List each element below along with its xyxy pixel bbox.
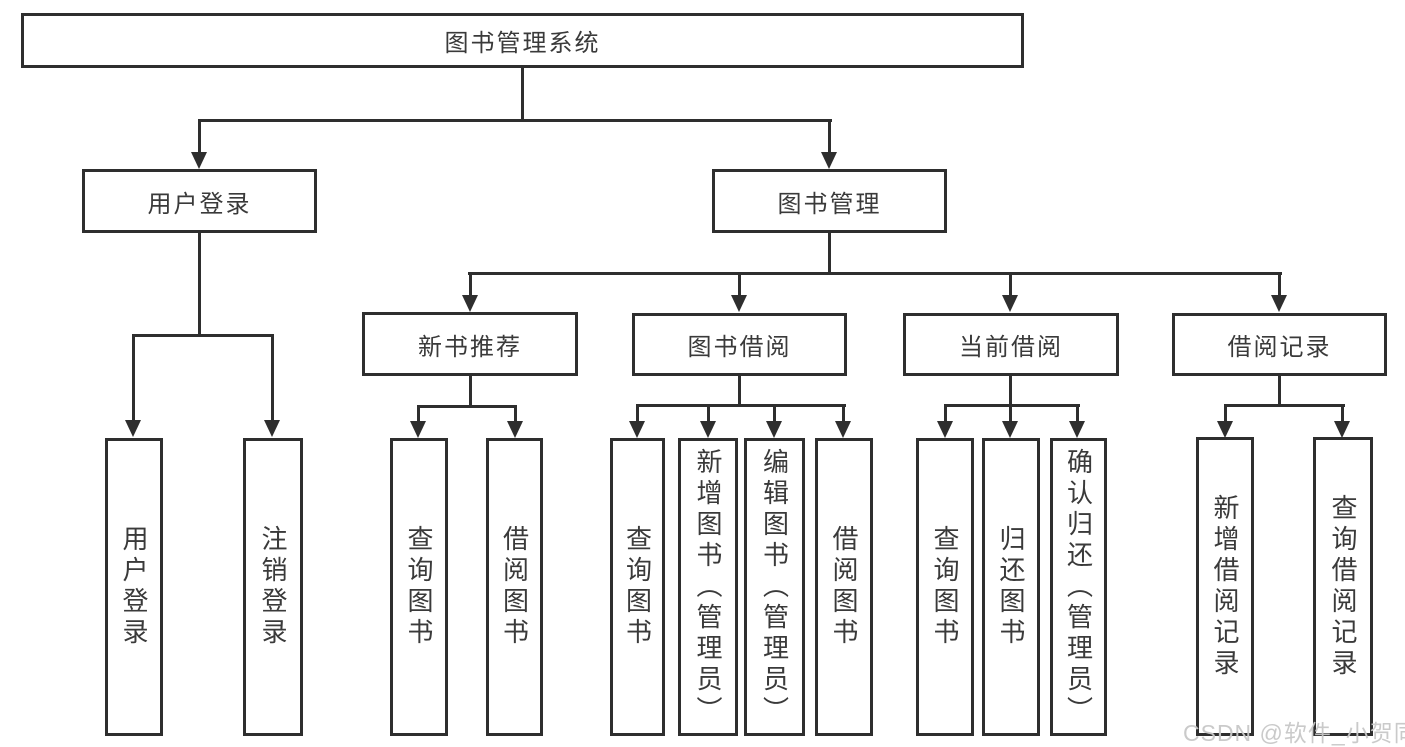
arrow-to-book-borrow <box>731 295 747 312</box>
connector-to-return-book <box>1009 404 1012 423</box>
connector-book-borrow-rail <box>636 404 846 407</box>
node-borrow-records: 借阅记录 <box>1172 313 1387 376</box>
arrow-to-add-record <box>1217 421 1233 438</box>
node-book-mgmt: 图书管理 <box>712 169 947 233</box>
node-leaf-edit-book-admin: 编辑图书（管理员） <box>744 438 805 736</box>
arrow-to-leaf-user-login <box>125 420 141 437</box>
connector-user-login-rail <box>132 334 274 337</box>
connector-book-borrow-stem <box>738 376 741 407</box>
arrow-to-borrow-records <box>1271 295 1287 312</box>
connector-borrow-records-rail <box>1224 404 1345 407</box>
node-leaf-query-borrow-record: 查询借阅记录 <box>1313 437 1373 736</box>
arrow-to-query-record <box>1334 421 1350 438</box>
connector-user-login-stem <box>198 233 201 337</box>
node-leaf-query-book-borrow: 查询图书 <box>610 438 665 736</box>
node-leaf-return-book: 归还图书 <box>982 438 1040 736</box>
connector-root-stem <box>521 68 524 122</box>
node-leaf-add-book-admin: 新增图书（管理员） <box>678 438 738 736</box>
connector-to-new-book-rec <box>469 272 472 297</box>
connector-to-confirm-return <box>1076 404 1079 423</box>
arrow-to-query-book-borrow <box>629 421 645 438</box>
node-book-borrow: 图书借阅 <box>632 313 847 376</box>
arrow-to-confirm-return <box>1069 421 1085 438</box>
node-leaf-query-book-rec: 查询图书 <box>390 438 448 736</box>
node-leaf-borrow-book-borrow: 借阅图书 <box>815 438 873 736</box>
arrow-to-edit-book <box>766 421 782 438</box>
node-leaf-confirm-return-admin: 确认归还（管理员） <box>1050 438 1107 736</box>
node-leaf-logout-login: 注销登录 <box>243 438 303 736</box>
node-leaf-borrow-book-rec: 借阅图书 <box>486 438 543 736</box>
node-root: 图书管理系统 <box>21 13 1024 68</box>
arrow-to-book-mgmt <box>821 152 837 169</box>
connector-current-borrow-rail <box>944 404 1080 407</box>
node-leaf-user-login: 用户登录 <box>105 438 163 736</box>
arrow-to-borrow-book-rec <box>507 421 523 438</box>
node-current-borrow: 当前借阅 <box>903 313 1119 376</box>
connector-root-to-user-login <box>198 119 201 154</box>
arrow-to-leaf-logout <box>264 420 280 437</box>
connector-to-leaf-logout <box>271 334 274 422</box>
node-leaf-query-book-current: 查询图书 <box>916 438 974 736</box>
connector-to-query-book-current <box>944 404 947 423</box>
arrow-to-borrow-book-borrow <box>835 421 851 438</box>
connector-current-borrow-stem <box>1009 376 1012 407</box>
connector-to-query-book-borrow <box>636 404 639 423</box>
connector-to-add-book <box>707 404 710 423</box>
connector-root-to-book-mgmt <box>828 119 831 154</box>
connector-to-query-record <box>1341 404 1344 423</box>
node-user-login: 用户登录 <box>82 169 317 233</box>
csdn-watermark: CSDN @软件_小贺同学 <box>1183 720 1405 746</box>
connector-to-edit-book <box>773 404 776 423</box>
arrow-to-user-login <box>191 152 207 169</box>
connector-to-query-book-rec <box>417 405 420 423</box>
connector-to-borrow-records <box>1278 272 1281 297</box>
connector-new-book-rec-rail <box>417 405 517 408</box>
connector-borrow-records-stem <box>1278 376 1281 407</box>
connector-new-book-rec-stem <box>469 376 472 408</box>
connector-root-rail <box>198 119 832 122</box>
connector-book-mgmt-rail <box>468 272 1282 275</box>
arrow-to-return-book <box>1002 421 1018 438</box>
node-new-book-rec: 新书推荐 <box>362 312 578 376</box>
connector-to-borrow-book-borrow <box>842 404 845 423</box>
connector-to-add-record <box>1224 404 1227 423</box>
arrow-to-add-book <box>700 421 716 438</box>
arrow-to-query-book-current <box>937 421 953 438</box>
connector-to-borrow-book-rec <box>514 405 517 423</box>
connector-book-mgmt-stem <box>828 233 831 275</box>
connector-to-book-borrow <box>738 272 741 297</box>
connector-to-leaf-user-login <box>132 334 135 422</box>
connector-to-current-borrow <box>1009 272 1012 297</box>
arrow-to-current-borrow <box>1002 295 1018 312</box>
arrow-to-query-book-rec <box>410 421 426 438</box>
node-leaf-add-borrow-record: 新增借阅记录 <box>1196 437 1254 736</box>
arrow-to-new-book-rec <box>462 295 478 312</box>
